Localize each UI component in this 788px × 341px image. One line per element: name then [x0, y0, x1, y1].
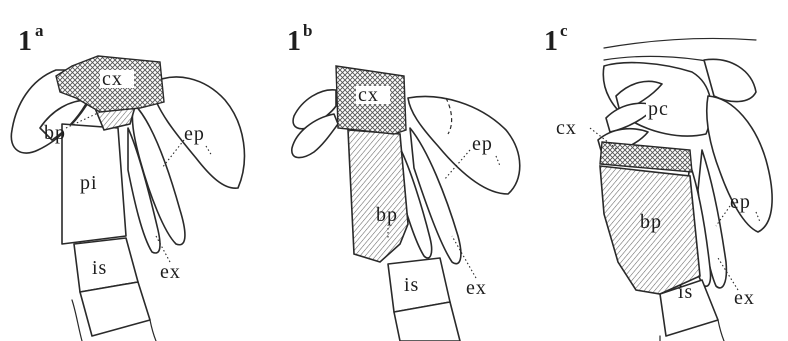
panel-1c-number: 1 [544, 26, 558, 57]
panel-1c-body-arc-2 [604, 56, 712, 62]
panel-1c-tergite [704, 59, 756, 101]
panel-1b-label-ex: ex [466, 277, 487, 299]
panel-1b-basipod [348, 130, 408, 262]
panel-1b-number: 1 [287, 26, 301, 57]
panel-1c-label-cx: cx [556, 117, 577, 139]
panel-1a-label-pi: pi [80, 172, 98, 194]
panel-1a-label-ep: ep [184, 123, 205, 145]
panel-1c-label-bp: bp [640, 211, 662, 233]
panel-1c-body-arc [604, 38, 756, 48]
panel-1b-label-bp: bp [376, 204, 398, 226]
panel-1b: 1 b cx ep bp is ex [287, 21, 520, 341]
panel-1a-label-cx: cx [102, 68, 123, 90]
panel-1c-label-ep: ep [730, 191, 751, 213]
panel-1a-label-ex: ex [160, 261, 181, 283]
panel-1a-number: 1 [18, 26, 32, 57]
panel-1a-label-is: is [92, 257, 107, 279]
panel-1a-label-bp: bp [44, 122, 66, 144]
panel-1c-superscript: c [560, 21, 568, 40]
panel-1a-superscript: a [35, 21, 44, 40]
panel-1a: 1 a cx bp pi ep is ex [11, 21, 244, 341]
panel-1c-label-pc: pc [648, 98, 669, 120]
panel-1c-label-ex: ex [734, 287, 755, 309]
panel-1c-label-is: is [678, 281, 693, 303]
panel-1c: 1 c pc cx ep bp is ex [544, 21, 772, 341]
panel-1b-label-is: is [404, 274, 419, 296]
panel-1b-label-cx: cx [358, 84, 379, 106]
panel-1b-superscript: b [303, 21, 312, 40]
panel-1b-label-ep: ep [472, 133, 493, 155]
panel-1a-merus [80, 282, 150, 336]
